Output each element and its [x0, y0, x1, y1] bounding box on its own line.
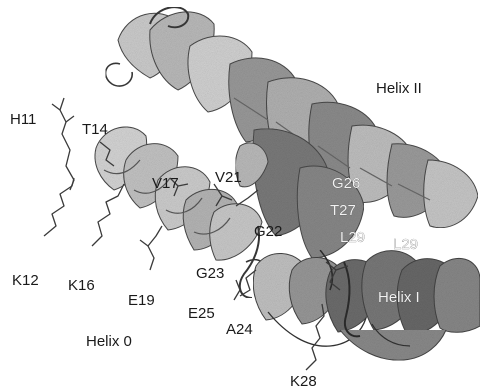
sidechain-k28: [305, 303, 325, 371]
sidechain-v21: [213, 183, 233, 207]
label-g22: G22: [254, 223, 282, 240]
label-l29-a: L29: [340, 229, 365, 246]
label-v21: V21: [215, 169, 242, 186]
sidechain-k16: [91, 183, 125, 247]
helix-labels: Helix II Helix I Helix 0: [86, 80, 422, 350]
label-k28: K28: [290, 373, 317, 390]
label-h11: H11: [10, 111, 36, 128]
sidechain-a24: [233, 279, 241, 301]
sidechain-v17: [169, 177, 189, 197]
label-helix-2: Helix II: [376, 80, 422, 97]
label-t14: T14: [82, 121, 108, 138]
label-t27: T27: [330, 202, 356, 219]
label-l29-b: L29: [393, 236, 418, 253]
helix-2-ribbon: [104, 6, 479, 229]
sidechain-g22: [235, 189, 259, 207]
sidechain-t14: [99, 141, 115, 167]
label-g23: G23: [196, 265, 224, 282]
label-e25: E25: [188, 305, 215, 322]
sidechain-h11: [59, 97, 75, 191]
label-e19: E19: [128, 292, 155, 309]
label-v17: V17: [152, 175, 179, 192]
label-helix-0: Helix 0: [86, 333, 132, 350]
central-ribbon: [235, 128, 365, 259]
label-k16: K16: [68, 277, 95, 294]
helix-1-ribbon: [252, 249, 480, 361]
sidechain-k12: [43, 177, 75, 237]
label-g26: G26: [332, 175, 360, 192]
residue-labels: H11 T14 V17 V21 G26 T27 G22 L29 L29 K12 …: [10, 111, 418, 390]
label-k12: K12: [12, 272, 39, 289]
helix-0-ribbon: [94, 126, 266, 299]
sidechain-l29: [325, 261, 349, 291]
sidechain-e19: [147, 225, 163, 271]
sidechain-e25: [239, 269, 257, 297]
label-a24: A24: [226, 321, 253, 338]
side-chains: [43, 97, 349, 371]
label-helix-1: Helix I: [378, 289, 420, 306]
